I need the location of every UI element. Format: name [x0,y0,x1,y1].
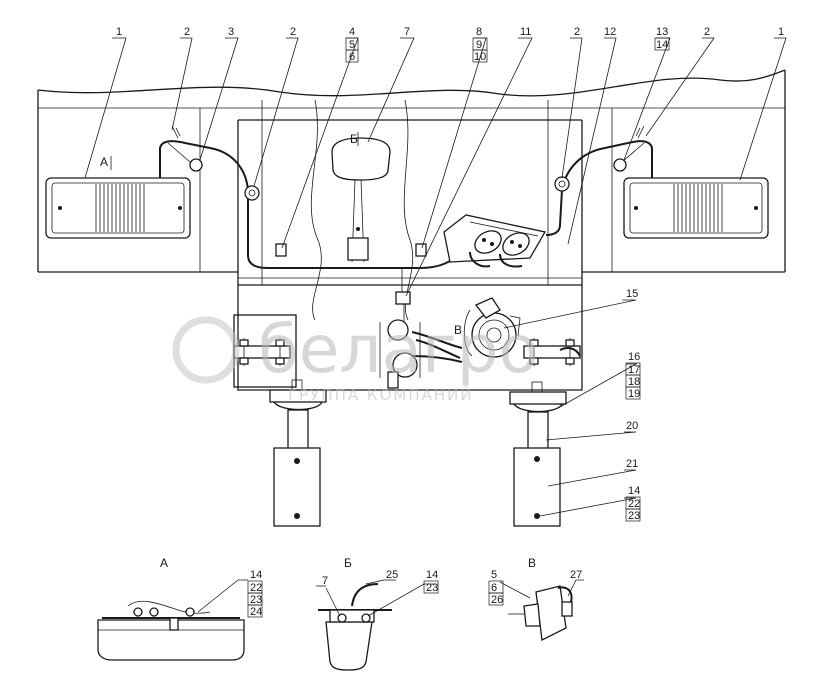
detail-a-callout-24-box [247,604,263,618]
detail-v-title: В [528,556,536,570]
callout-2-a: 2 [184,26,190,38]
callout-19-box [625,386,641,400]
socket-assembly [463,297,521,358]
watermark: белагро ГРУППА КОМПАНИЙ [172,311,539,404]
callout-6: 6 [349,51,355,63]
callout-23: 23 [628,510,640,522]
licence-plate-lamp [331,137,391,263]
detail-view-b: Б 7 25 14 23 [316,556,439,671]
detail-a-title: А [160,556,168,570]
callout-2-b: 2 [290,26,296,38]
rear-panel [37,69,786,273]
detail-view-a: А 14 22 23 24 [97,556,263,661]
view-markers: А Б В [100,132,462,337]
view-marker-b: Б [350,132,358,146]
detail-b-callout-23-box [423,580,439,594]
callout-1-right: 1 [778,26,784,38]
hitch-cables [379,304,463,389]
callout-7: 7 [404,26,410,38]
detail-a-callout-24: 24 [250,606,262,618]
left-rear-lamp [45,177,191,239]
detail-view-v: В 5 6 26 27 [488,556,584,641]
detail-b-callout-23: 23 [426,582,438,594]
callout-19: 19 [628,388,640,400]
callout-20: 20 [626,420,638,432]
right-rear-lamp [623,177,769,239]
callout-10: 10 [474,51,486,63]
right-lamp-hatch [673,184,723,232]
wiring-harness [159,125,653,305]
callout-11: 11 [520,26,531,38]
callout-21: 21 [626,458,638,470]
central-frame [237,99,583,391]
callout-15: 15 [626,288,638,300]
callout-4: 4 [349,26,355,38]
callout-2-c: 2 [574,26,580,38]
watermark-logo-icon [172,316,240,384]
detail-v-callout-27: 27 [570,569,582,581]
left-lamp-hatch [95,184,145,232]
terminal-block [443,214,547,268]
callout-22: 22 [628,498,640,510]
callout-1-left: 1 [116,26,122,38]
right-mounting-bracket [523,338,581,366]
view-marker-v: В [454,323,462,337]
right-mudflap-assembly [509,381,567,527]
callout-8: 8 [476,26,482,38]
watermark-brand: белагро [258,311,539,388]
detail-b-callout-25: 25 [386,569,398,581]
detail-b-callout-7: 7 [322,575,328,587]
detail-b-callout-14: 14 [426,569,438,581]
callout-23-box [625,508,641,522]
callout-6-box [345,49,359,63]
callout-16: 16 [628,351,640,363]
left-mounting-bracket [233,314,297,388]
callout-14-box-top [654,37,670,51]
detail-v-callout-6: 6 [491,582,497,594]
callout-18: 18 [628,376,640,388]
detail-a-callout-14: 14 [250,569,262,581]
detail-a-callout-23: 23 [250,594,262,606]
callout-5: 5 [349,39,355,51]
callout-14-top: 14 [656,39,668,51]
callout-13: 13 [656,26,668,38]
callout-14-right: 14 [628,485,640,497]
detail-b-title: Б [344,556,352,570]
callout-3: 3 [228,26,234,38]
callout-2-d: 2 [704,26,710,38]
detail-v-callout-5: 5 [491,569,497,581]
callout-labels: 1 2 3 2 4 5 6 7 8 9 10 11 2 12 13 14 2 1… [116,26,784,522]
detail-v-callout-26: 26 [491,594,503,606]
view-marker-a: А [100,155,108,169]
detail-a-callout-22: 22 [250,582,262,594]
callout-17: 17 [628,364,640,376]
leader-lines [84,37,787,517]
detail-v-callout-26-box [488,592,504,606]
left-mudflap-assembly [269,379,327,527]
watermark-tagline: ГРУППА КОМПАНИЙ [288,385,474,404]
callout-12: 12 [604,26,616,38]
callout-9: 9 [476,39,482,51]
callout-10-box [472,49,488,63]
